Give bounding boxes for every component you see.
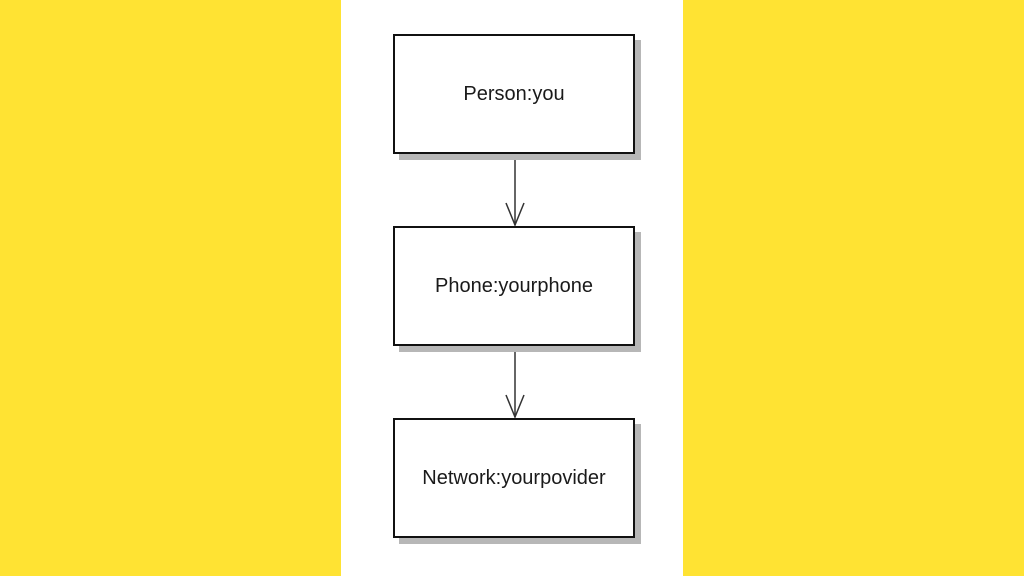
left-margin-panel [0, 0, 341, 576]
right-margin-panel [683, 0, 1024, 576]
edge-phone-to-network [505, 348, 525, 419]
open-arrowhead-icon [505, 202, 525, 227]
diagram-canvas: Person:you Phone:yourphone Network:yourp… [341, 0, 683, 576]
node-phone-yourphone[interactable]: Phone:yourphone [393, 226, 635, 346]
node-network-yourpovider[interactable]: Network:yourpovider [393, 418, 635, 538]
node-label: Network:yourpovider [422, 466, 606, 489]
edge-person-to-phone [505, 156, 525, 227]
node-label: Person:you [463, 82, 565, 105]
open-arrowhead-icon [505, 394, 525, 419]
node-label: Phone:yourphone [435, 274, 593, 297]
node-person-you[interactable]: Person:you [393, 34, 635, 154]
